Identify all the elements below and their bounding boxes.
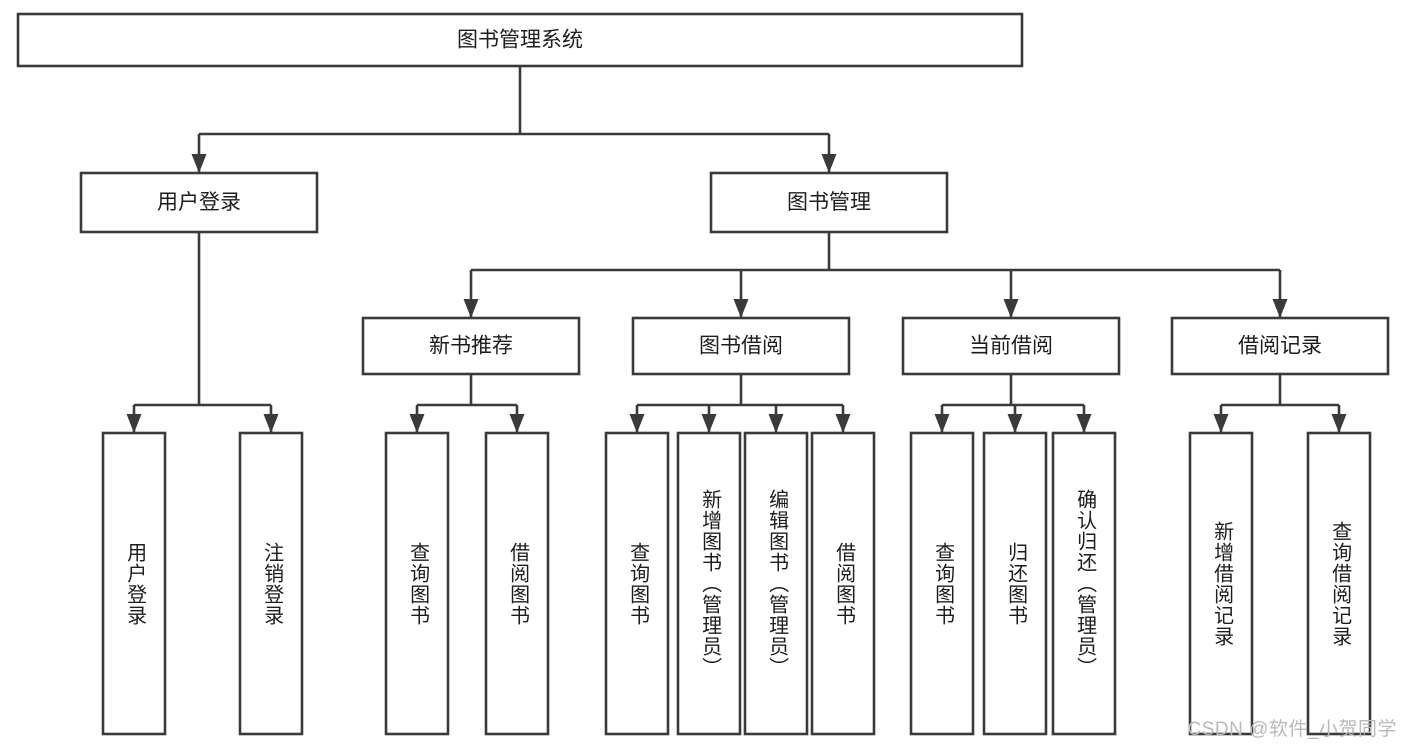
arrow-to-leaf-user-login <box>126 414 142 433</box>
node-box-new-book-recommend[interactable] <box>361 316 581 376</box>
node-label-borrow-record: 借阅记录 <box>1238 335 1322 358</box>
node-box-leaf-confirm-return-admin[interactable] <box>1051 431 1117 736</box>
arrow-to-leaf-add-borrow-record <box>1213 414 1229 433</box>
arrow-to-leaf-return-book <box>1007 414 1023 433</box>
arrow-to-leaf-borrow-book-recommend <box>509 414 525 433</box>
node-box-leaf-edit-book-admin[interactable] <box>743 431 809 736</box>
node-label-user-login: 用户登录 <box>157 191 241 214</box>
node-label-current-borrow: 当前借阅 <box>969 335 1053 358</box>
csdn-watermark: CSDN @软件_小贺同学 <box>1187 719 1397 740</box>
node-label-book-manage: 图书管理 <box>787 191 871 214</box>
boxes-layer <box>16 12 1390 736</box>
node-box-leaf-return-book[interactable] <box>982 431 1048 736</box>
arrow-to-new-book-recommend <box>463 299 479 318</box>
arrow-to-leaf-logout-login <box>263 414 279 433</box>
arrow-to-user-login <box>191 154 207 173</box>
node-box-user-login[interactable] <box>79 171 319 234</box>
node-box-current-borrow[interactable] <box>901 316 1121 376</box>
arrow-to-leaf-borrow-book <box>835 414 851 433</box>
node-box-leaf-query-book-current[interactable] <box>909 431 975 736</box>
node-box-book-manage[interactable] <box>709 171 949 234</box>
arrow-to-leaf-query-book-borrow <box>629 414 645 433</box>
arrow-to-leaf-query-borrow-record <box>1331 414 1347 433</box>
node-box-leaf-borrow-book-recommend[interactable] <box>484 431 550 736</box>
arrow-to-book-borrow <box>733 299 749 318</box>
arrow-to-leaf-edit-book-admin <box>768 414 784 433</box>
node-box-leaf-add-book-admin[interactable] <box>676 431 742 736</box>
node-label-root: 图书管理系统 <box>457 29 583 52</box>
node-label-book-borrow: 图书借阅 <box>699 335 783 358</box>
node-box-borrow-record[interactable] <box>1170 316 1390 376</box>
arrow-to-leaf-query-book-current <box>934 414 950 433</box>
node-box-leaf-query-book-recommend[interactable] <box>384 431 450 736</box>
arrow-to-leaf-query-book-recommend <box>409 414 425 433</box>
arrow-to-current-borrow <box>1003 299 1019 318</box>
arrow-to-leaf-add-book-admin <box>701 414 717 433</box>
node-box-leaf-borrow-book[interactable] <box>810 431 876 736</box>
connectors-layer <box>126 66 1347 433</box>
arrow-to-borrow-record <box>1272 299 1288 318</box>
arrow-to-book-manage <box>821 154 837 173</box>
node-box-leaf-logout-login[interactable] <box>238 431 304 736</box>
node-box-book-borrow[interactable] <box>631 316 851 376</box>
node-box-leaf-query-borrow-record[interactable] <box>1306 431 1372 736</box>
arrow-to-leaf-confirm-return-admin <box>1076 414 1092 433</box>
node-box-root[interactable] <box>16 12 1024 68</box>
node-box-leaf-add-borrow-record[interactable] <box>1188 431 1254 736</box>
node-box-leaf-user-login[interactable] <box>101 431 167 736</box>
node-label-new-book-recommend: 新书推荐 <box>429 335 513 358</box>
node-box-leaf-query-book-borrow[interactable] <box>604 431 670 736</box>
